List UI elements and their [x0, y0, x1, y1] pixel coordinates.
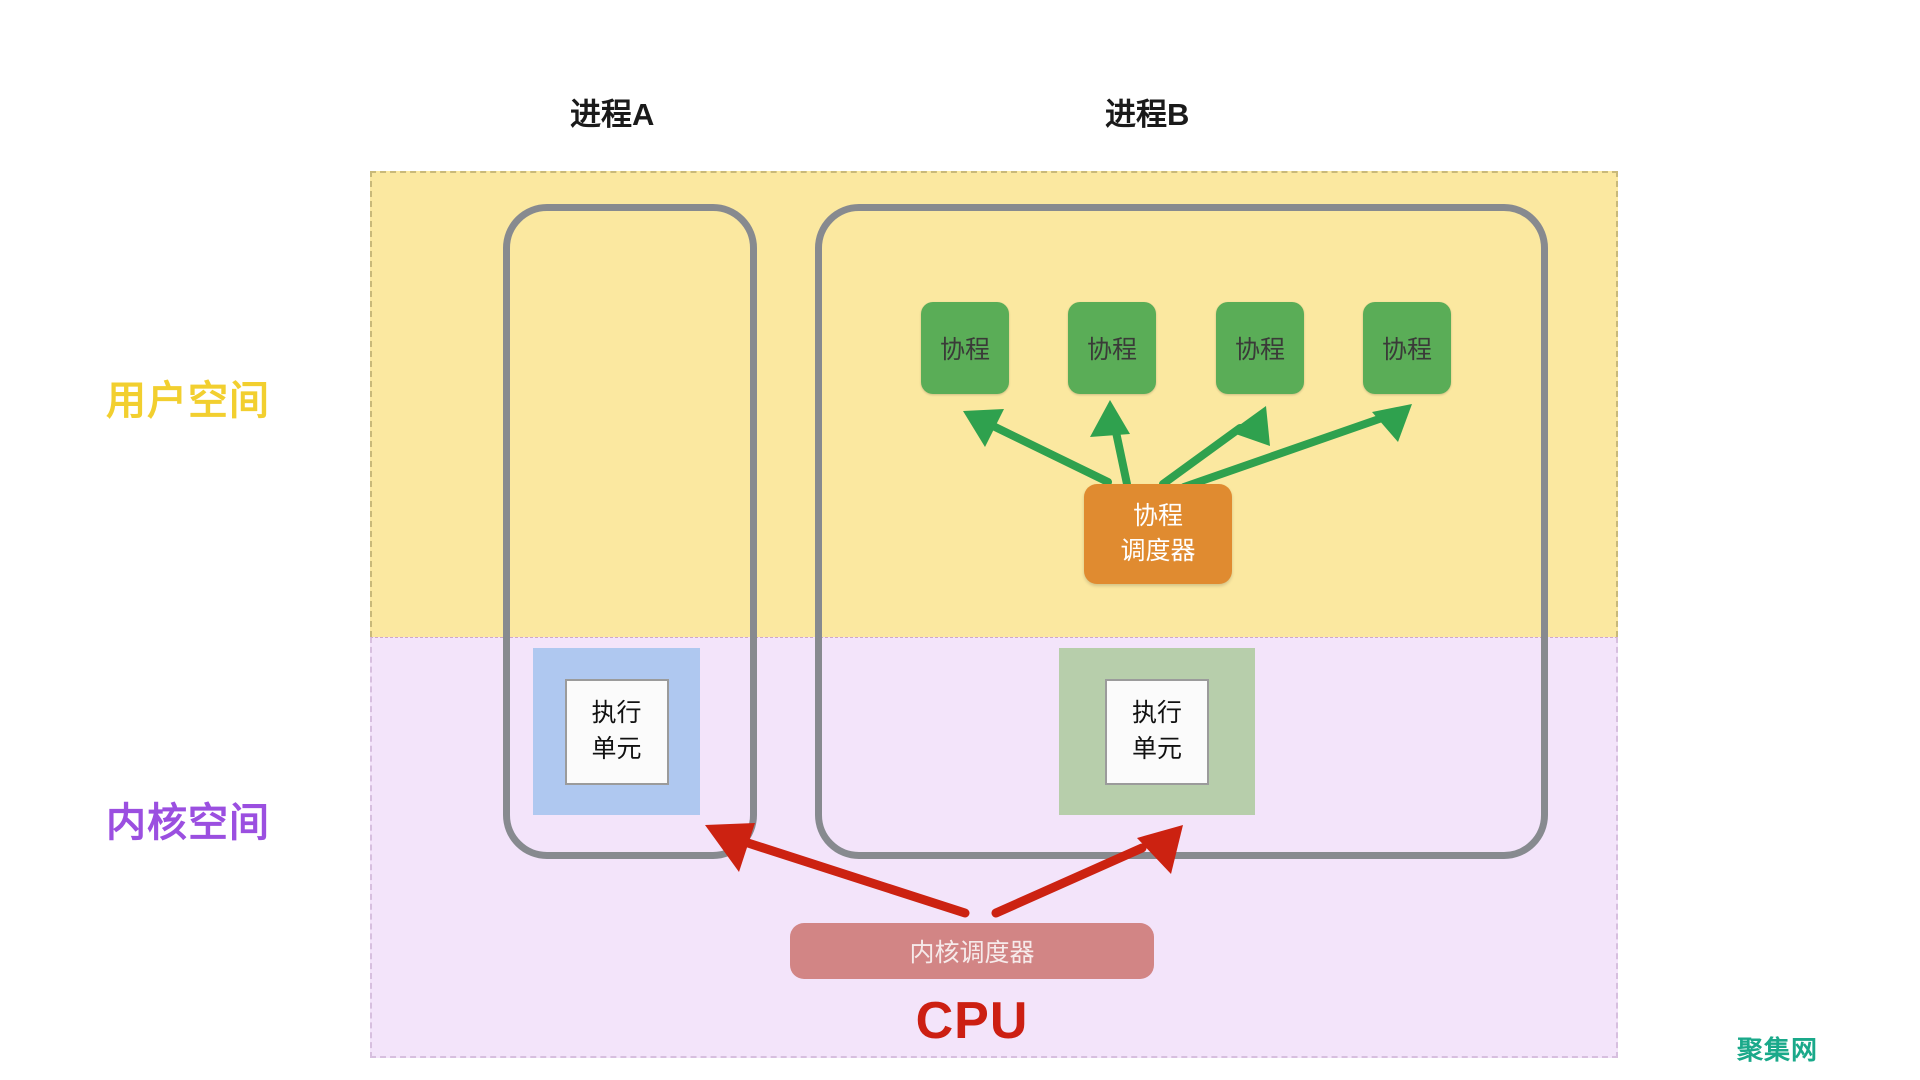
process-a-execution-panel: 执行 单元	[533, 648, 700, 815]
coroutine-label: 协程	[1086, 336, 1137, 364]
process-b-title: 进程B	[1105, 97, 1190, 132]
coroutine-scheduler-line2: 调度器	[1120, 537, 1196, 565]
coroutine-box[interactable]: 协程	[1068, 302, 1156, 394]
process-b-execution-panel: 执行 单元	[1059, 648, 1255, 815]
site-watermark: 聚集网	[1737, 1035, 1819, 1065]
cpu-label: CPU	[915, 992, 1029, 1050]
kernel-scheduler-box[interactable]: 内核调度器	[790, 923, 1154, 979]
coroutine-box[interactable]: 协程	[1363, 302, 1451, 394]
coroutine-scheduler-box[interactable]: 协程 调度器	[1084, 484, 1232, 584]
execution-unit-line1: 执行	[1131, 699, 1182, 727]
coroutine-label: 协程	[1234, 336, 1285, 364]
execution-unit-box[interactable]: 执行 单元	[1105, 678, 1209, 785]
execution-unit-box[interactable]: 执行 单元	[564, 678, 669, 785]
coroutine-box[interactable]: 协程	[921, 302, 1009, 394]
execution-unit-line2: 单元	[591, 734, 642, 763]
user-space-label: 用户空间	[106, 379, 270, 423]
execution-unit-line2: 单元	[1131, 734, 1182, 763]
coroutine-label: 协程	[1381, 336, 1432, 364]
coroutine-scheduler-line1: 协程	[1132, 501, 1183, 530]
coroutine-box[interactable]: 协程	[1216, 302, 1304, 394]
kernel-space-label: 内核空间	[106, 801, 270, 845]
coroutine-label: 协程	[939, 336, 990, 364]
execution-unit-line1: 执行	[591, 699, 642, 727]
process-a-title: 进程A	[570, 97, 655, 132]
process-a-boundary	[503, 204, 757, 859]
kernel-scheduler-label: 内核调度器	[909, 939, 1035, 967]
